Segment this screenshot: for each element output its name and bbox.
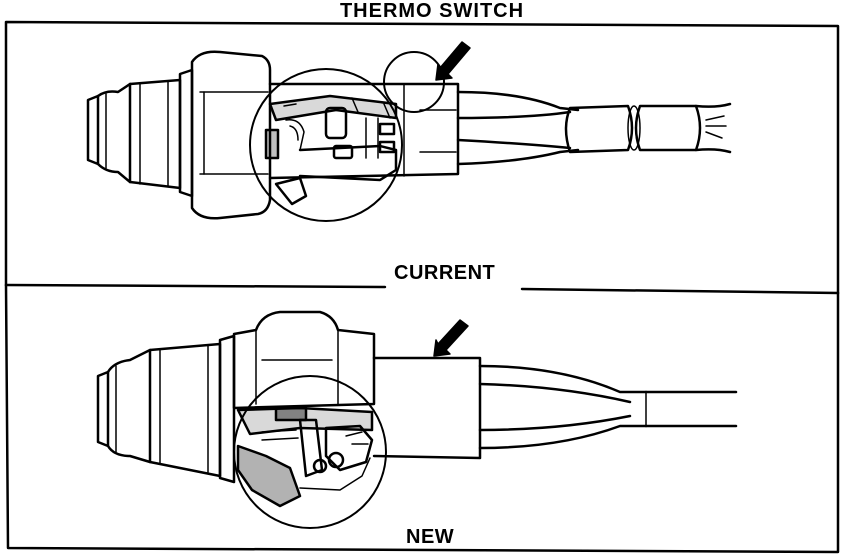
- panel-frame-current: [4, 20, 840, 295]
- current-switch: [86, 50, 732, 222]
- panel-frame-new: [4, 283, 840, 554]
- panel-label-current: CURRENT: [394, 262, 496, 284]
- panel-label-new: NEW: [406, 526, 455, 548]
- arrow-icon: [433, 319, 469, 357]
- panel-divider: [4, 283, 840, 295]
- diagram-title: THERMO SWITCH: [339, 0, 525, 22]
- new-switch: [96, 310, 738, 529]
- arrow-icon: [435, 41, 471, 81]
